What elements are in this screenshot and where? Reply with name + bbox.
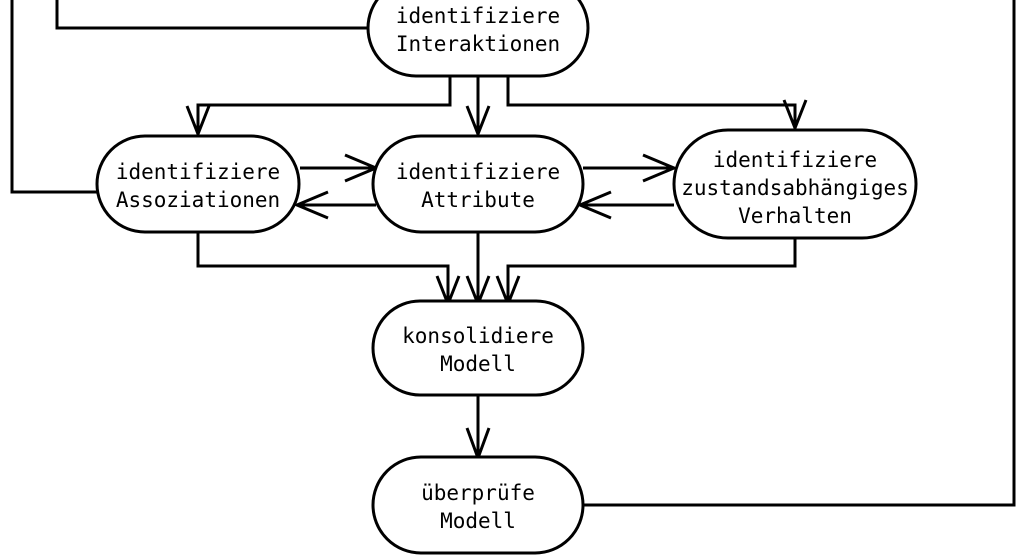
edge-interaktionen-to-assoziationen	[196, 76, 452, 131]
node-label-verhalten-line2: zustandsabhängiges	[681, 176, 909, 200]
node-shape-ueberpruefe	[371, 455, 585, 555]
node-label-interaktionen-line2: Interaktionen	[396, 32, 560, 56]
edge-group	[10, 0, 1016, 507]
node-identifiziere-assoziationen[interactable]: identifiziere Assoziationen	[95, 134, 301, 234]
node-label-assoziationen-line1: identifiziere	[116, 160, 280, 184]
node-label-assoziationen-line2: Assoziationen	[116, 188, 280, 212]
node-label-ueberpruefe-line2: Modell	[440, 509, 516, 533]
node-label-konsolidiere-line2: Modell	[440, 352, 516, 376]
node-konsolidiere-modell[interactable]: konsolidiere Modell	[371, 299, 585, 397]
node-label-interaktionen-line1: identifiziere	[396, 4, 560, 28]
edge-interaktionen-to-verhalten	[506, 76, 797, 125]
arrowhead-attribute-to-assoziationen	[293, 190, 329, 220]
arrowhead-attribute-to-verhalten	[642, 153, 678, 183]
arrowhead-into-verhalten	[782, 99, 808, 133]
node-label-verhalten-line1: identifiziere	[713, 148, 877, 172]
node-shape-verhalten	[672, 128, 918, 240]
node-label-attribute-line2: Attribute	[421, 188, 535, 212]
edge-ueberpruefe-feedback-right	[583, 0, 1016, 507]
node-shape-konsolidiere	[371, 299, 585, 397]
node-label-attribute-line1: identifiziere	[396, 160, 560, 184]
edge-verhalten-to-konsolidiere	[506, 238, 797, 303]
arrowhead-into-attribute	[465, 105, 491, 139]
edge-assoziationen-to-konsolidiere	[196, 232, 450, 303]
arrowhead-into-assoziationen	[185, 105, 211, 139]
node-label-verhalten-line3: Verhalten	[738, 204, 852, 228]
node-shape-attribute	[371, 134, 585, 234]
node-identifiziere-attribute[interactable]: identifiziere Attribute	[371, 134, 585, 234]
edge-assoziationen-feedback-left	[10, 0, 97, 194]
node-label-konsolidiere-line1: konsolidiere	[402, 324, 554, 348]
node-ueberpruefe-modell[interactable]: überprüfe Modell	[371, 455, 585, 555]
edge-interaktionen-feedback-left	[55, 0, 368, 30]
node-label-ueberpruefe-line1: überprüfe	[421, 481, 535, 505]
node-identifiziere-zustandsabhaengiges-verhalten[interactable]: identifiziere zustandsabhängiges Verhalt…	[672, 128, 918, 240]
node-shape-interaktionen	[366, 0, 590, 78]
arrowhead-verhalten-to-attribute	[576, 190, 612, 220]
node-shape-assoziationen	[95, 134, 301, 234]
node-identifiziere-interaktionen[interactable]: identifiziere Interaktionen	[366, 0, 590, 78]
